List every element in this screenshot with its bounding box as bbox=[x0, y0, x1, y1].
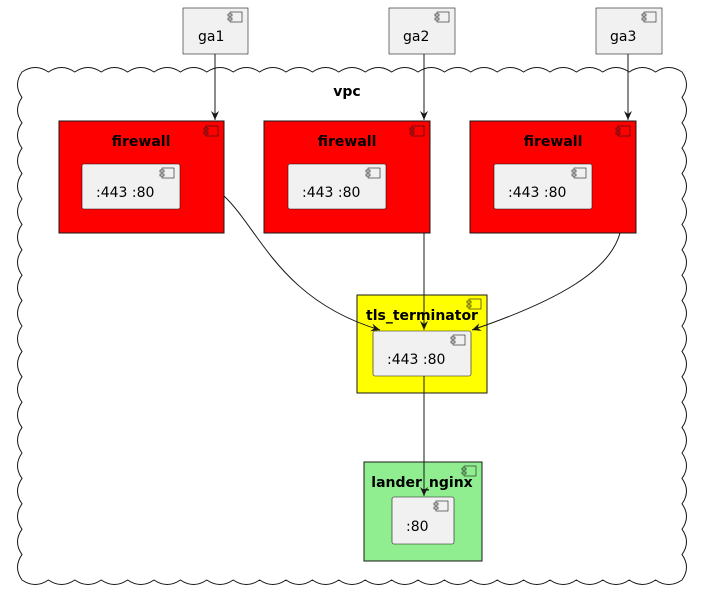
port-label: :443 :80 bbox=[508, 185, 566, 201]
gateway-ga1[interactable]: ga1 bbox=[182, 7, 249, 55]
component-icon bbox=[365, 167, 381, 179]
firewall-title: firewall bbox=[318, 134, 377, 150]
firewall-title: firewall bbox=[524, 134, 583, 150]
component-icon bbox=[450, 334, 466, 346]
component-icon bbox=[466, 298, 482, 310]
component-icon bbox=[409, 125, 425, 137]
firewall-1[interactable]: firewall :443 :80 bbox=[58, 120, 225, 234]
gateway-ga3[interactable]: ga3 bbox=[595, 7, 663, 55]
component-icon bbox=[571, 167, 587, 179]
lander-nginx[interactable]: lander_nginx :80 bbox=[363, 461, 483, 562]
port-component[interactable]: :443 :80 bbox=[287, 163, 387, 210]
port-label: :80 bbox=[406, 519, 429, 535]
firewall-title: firewall bbox=[112, 134, 171, 150]
port-label: :443 :80 bbox=[96, 185, 154, 201]
gateway-label: ga1 bbox=[198, 29, 224, 45]
gateway-ga2[interactable]: ga2 bbox=[388, 7, 456, 55]
firewall-3[interactable]: firewall :443 :80 bbox=[469, 120, 637, 234]
vpc-label: vpc bbox=[333, 84, 360, 100]
component-icon bbox=[461, 465, 477, 477]
tls-terminator-title: tls_terminator bbox=[366, 308, 478, 324]
edge-firewall3-tls bbox=[471, 232, 621, 331]
component-icon bbox=[434, 11, 450, 23]
edge-firewall1-tls bbox=[223, 195, 381, 332]
component-icon bbox=[641, 11, 657, 23]
component-icon bbox=[615, 125, 631, 137]
port-component[interactable]: :443 :80 bbox=[372, 330, 472, 377]
lander-title: lander_nginx bbox=[371, 475, 472, 491]
port-label: :443 :80 bbox=[302, 185, 360, 201]
firewall-2[interactable]: firewall :443 :80 bbox=[263, 120, 431, 234]
component-icon bbox=[203, 125, 219, 137]
connectors bbox=[211, 54, 632, 496]
port-component[interactable]: :80 bbox=[391, 496, 455, 545]
gateway-label: ga3 bbox=[610, 29, 636, 45]
port-component[interactable]: :443 :80 bbox=[493, 163, 593, 210]
gateway-label: ga2 bbox=[403, 29, 429, 45]
component-icon bbox=[159, 167, 175, 179]
port-component[interactable]: :443 :80 bbox=[81, 163, 181, 210]
port-label: :443 :80 bbox=[387, 352, 445, 368]
component-icon bbox=[433, 500, 449, 512]
tls-terminator[interactable]: tls_terminator :443 :80 bbox=[356, 294, 488, 394]
component-icon bbox=[227, 11, 243, 23]
